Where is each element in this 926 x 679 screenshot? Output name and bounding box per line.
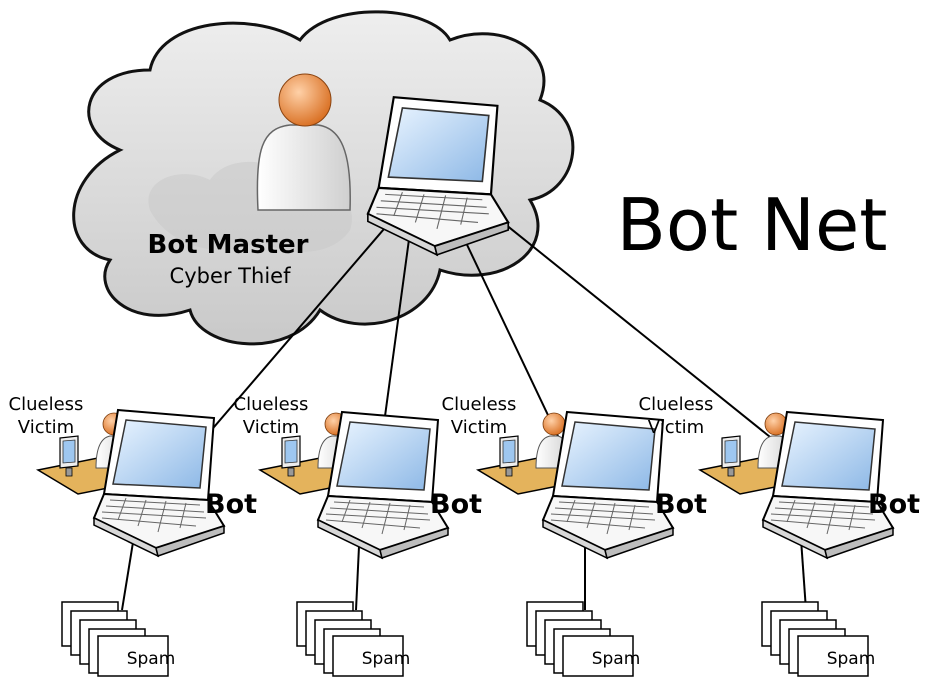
bot-group-4: Clueless Victim Bot Spam <box>639 394 920 677</box>
bot-label: Bot <box>655 489 707 520</box>
bot-master-figure <box>256 73 351 211</box>
link-master-bot-4 <box>489 211 791 454</box>
bot-master-body <box>256 124 351 211</box>
spam-label: Spam <box>827 649 876 669</box>
bot-master-laptop-icon <box>366 96 510 256</box>
victim-label-line1: Clueless <box>442 394 517 415</box>
bot-master-name: Bot Master <box>148 230 309 260</box>
bot-master-role: Cyber Thief <box>170 264 292 288</box>
link-master-bot-1 <box>189 221 391 456</box>
bot-group-2: Clueless Victim Bot Spam <box>234 394 482 677</box>
bot-label: Bot <box>205 489 257 520</box>
victim-label-line1: Clueless <box>639 394 714 415</box>
victim-label-line2: Victim <box>243 417 299 438</box>
bot-laptop-icon <box>762 411 894 559</box>
bot-laptop-icon <box>93 409 225 557</box>
victim-label-line1: Clueless <box>234 394 309 415</box>
spam-label: Spam <box>362 649 411 669</box>
victim-label-line1: Clueless <box>9 394 84 415</box>
spam-label: Spam <box>127 649 176 669</box>
diagram-title: Bot Net <box>617 183 888 267</box>
spam-label: Spam <box>592 649 641 669</box>
bot-laptop-icon <box>317 411 449 559</box>
victim-label-line2: Victim <box>18 417 74 438</box>
bot-group-3: Clueless Victim Bot Spam <box>442 394 707 677</box>
bot-label: Bot <box>430 489 482 520</box>
victim-label-line2: Victim <box>451 417 507 438</box>
cloud-inner-puff <box>148 161 352 252</box>
bot-group-1: Clueless Victim Bot Spam <box>9 394 257 677</box>
bot-master-head <box>278 73 332 127</box>
bot-label: Bot <box>868 489 920 520</box>
victim-label-line2: Victim <box>648 417 704 438</box>
